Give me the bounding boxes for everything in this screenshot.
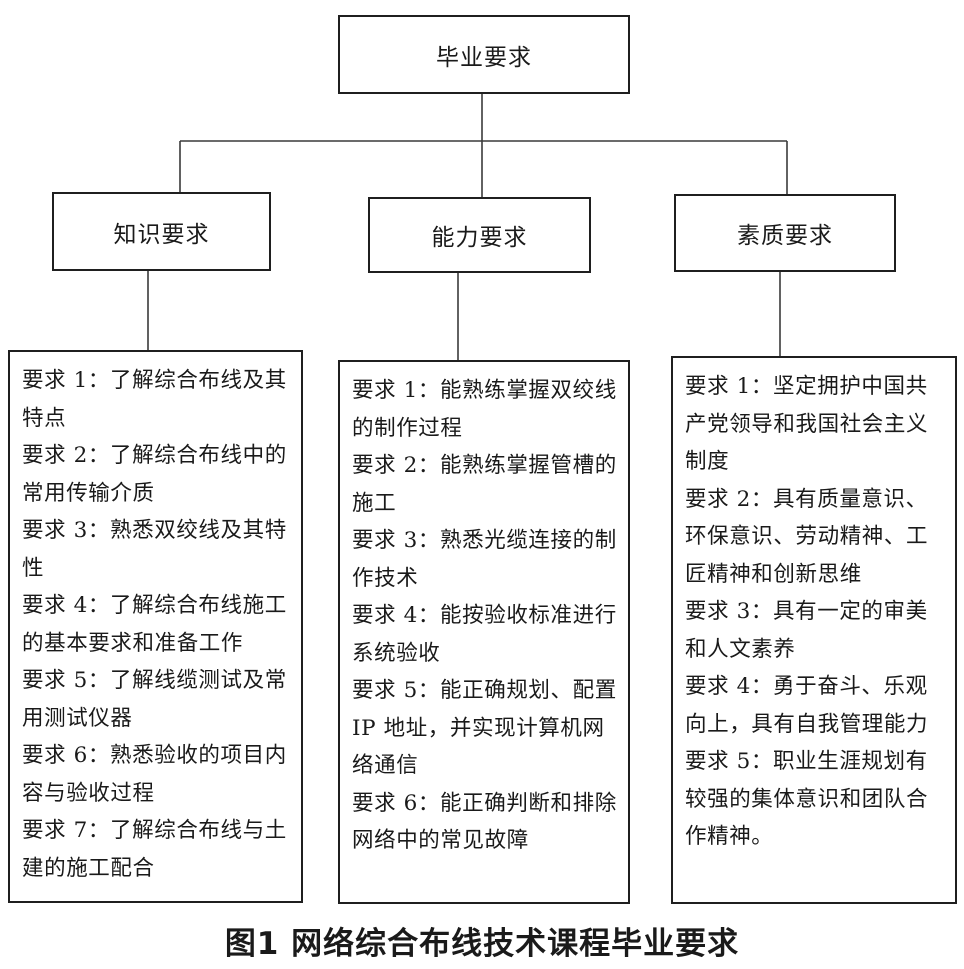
requirement-text: 职业生涯规划有较强的集体意识和团队合作精神。 bbox=[685, 749, 929, 849]
requirement-item: 要求 5：职业生涯规划有较强的集体意识和团队合作精神。 bbox=[685, 743, 947, 856]
requirement-number: 要求 3： bbox=[352, 528, 441, 553]
requirement-item: 要求 1：了解综合布线及其特点 bbox=[22, 362, 293, 437]
requirement-number: 要求 4： bbox=[352, 603, 441, 628]
requirement-item: 要求 4：勇于奋斗、乐观向上，具有自我管理能力 bbox=[685, 668, 947, 743]
requirement-item: 要求 3：熟悉光缆连接的制作技术 bbox=[352, 522, 620, 597]
requirement-number: 要求 6： bbox=[22, 743, 111, 768]
requirement-text: 了解综合布线施工的基本要求和准备工作 bbox=[22, 593, 287, 656]
requirement-number: 要求 4： bbox=[22, 593, 111, 618]
category-node-quality: 素质要求 bbox=[674, 194, 896, 272]
requirement-number: 要求 3： bbox=[22, 518, 111, 543]
requirement-number: 要求 7： bbox=[22, 818, 111, 843]
requirement-item: 要求 1：坚定拥护中国共产党领导和我国社会主义制度 bbox=[685, 368, 947, 481]
requirement-item: 要求 1：能熟练掌握双绞线的制作过程 bbox=[352, 372, 620, 447]
category-label-ability: 能力要求 bbox=[431, 225, 528, 251]
requirement-item: 要求 5：能正确规划、配置 IP 地址，并实现计算机网络通信 bbox=[352, 672, 620, 785]
requirement-text: 能正确规划、配置 IP 地址，并实现计算机网络通信 bbox=[352, 678, 617, 778]
requirement-item: 要求 4：能按验收标准进行系统验收 bbox=[352, 597, 620, 672]
category-label-quality: 素质要求 bbox=[737, 223, 833, 249]
requirement-number: 要求 1： bbox=[352, 378, 441, 403]
requirement-text: 了解综合布线中的常用传输介质 bbox=[22, 443, 287, 506]
requirement-text: 了解综合布线与土建的施工配合 bbox=[22, 818, 287, 881]
requirement-item: 要求 2：了解综合布线中的常用传输介质 bbox=[22, 437, 293, 512]
requirement-text: 能熟练掌握管槽的施工 bbox=[352, 453, 617, 516]
root-node-label: 毕业要求 bbox=[436, 44, 532, 71]
requirement-number: 要求 3： bbox=[685, 599, 774, 624]
requirement-number: 要求 2： bbox=[685, 486, 774, 512]
requirement-item: 要求 4：了解综合布线施工的基本要求和准备工作 bbox=[22, 587, 293, 662]
requirement-item: 要求 2：具有质量意识、环保意识、劳动精神、工匠精神和创新思维 bbox=[685, 481, 947, 594]
requirement-number: 要求 2： bbox=[352, 453, 441, 478]
requirement-list-ability: 要求 1：能熟练掌握双绞线的制作过程 要求 2：能熟练掌握管槽的施工 要求 3：… bbox=[338, 360, 630, 904]
category-node-knowledge: 知识要求 bbox=[52, 192, 271, 271]
requirement-number: 要求 1： bbox=[22, 368, 111, 393]
requirement-number: 要求 1： bbox=[685, 374, 774, 399]
requirement-number: 要求 5： bbox=[22, 668, 111, 693]
requirement-text: 能熟练掌握双绞线的制作过程 bbox=[352, 378, 617, 441]
figure-caption: 图1 网络综合布线技术课程毕业要求 bbox=[224, 926, 740, 962]
requirement-text: 能按验收标准进行系统验收 bbox=[352, 603, 617, 666]
requirement-item: 要求 3：熟悉双绞线及其特性 bbox=[22, 512, 293, 587]
requirement-text: 勇于奋斗、乐观向上，具有自我管理能力 bbox=[685, 674, 929, 737]
requirement-text: 熟悉验收的项目内容与验收过程 bbox=[22, 743, 287, 806]
requirement-item: 要求 3：具有一定的审美和人文素养 bbox=[685, 593, 947, 668]
requirement-list-quality: 要求 1：坚定拥护中国共产党领导和我国社会主义制度 要求 2：具有质量意识、环保… bbox=[671, 356, 957, 904]
category-label-knowledge: 知识要求 bbox=[113, 221, 210, 248]
requirement-item: 要求 6：能正确判断和排除网络中的常见故障 bbox=[352, 785, 620, 860]
requirement-item: 要求 2：能熟练掌握管槽的施工 bbox=[352, 447, 620, 522]
requirement-number: 要求 5： bbox=[685, 749, 774, 774]
requirement-number: 要求 4： bbox=[685, 674, 774, 699]
requirement-text: 熟悉光缆连接的制作技术 bbox=[352, 528, 617, 591]
requirement-item: 要求 5：了解线缆测试及常用测试仪器 bbox=[22, 662, 293, 737]
category-node-ability: 能力要求 bbox=[368, 197, 591, 273]
requirement-text: 熟悉双绞线及其特性 bbox=[22, 518, 287, 581]
requirement-text: 坚定拥护中国共产党领导和我国社会主义制度 bbox=[685, 374, 929, 474]
requirement-text: 具有质量意识、环保意识、劳动精神、工匠精神和创新思维 bbox=[685, 486, 929, 587]
requirement-text: 了解线缆测试及常用测试仪器 bbox=[22, 668, 287, 731]
requirement-text: 能正确判断和排除网络中的常见故障 bbox=[352, 790, 617, 854]
root-node-graduation-requirements: 毕业要求 bbox=[338, 15, 630, 94]
requirement-text: 具有一定的审美和人文素养 bbox=[685, 599, 928, 662]
requirement-item: 要求 6：熟悉验收的项目内容与验收过程 bbox=[22, 737, 293, 812]
requirement-list-knowledge: 要求 1：了解综合布线及其特点 要求 2：了解综合布线中的常用传输介质 要求 3… bbox=[8, 350, 303, 903]
requirement-item: 要求 7：了解综合布线与土建的施工配合 bbox=[22, 812, 293, 887]
requirement-number: 要求 5： bbox=[352, 678, 441, 703]
requirement-text: 了解综合布线及其特点 bbox=[22, 368, 287, 431]
requirement-number: 要求 2： bbox=[22, 443, 111, 468]
requirement-number: 要求 6： bbox=[352, 790, 441, 816]
